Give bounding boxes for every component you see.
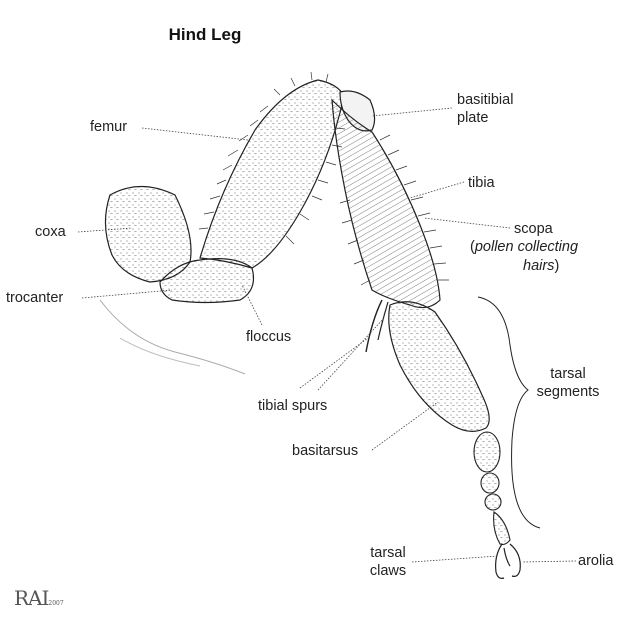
tarsal-segment-2 (480, 472, 500, 494)
leader-tibia (409, 181, 465, 199)
label-tarsal-segments-line1: tarsal (550, 366, 586, 382)
label-floccus: floccus (246, 329, 292, 345)
tarsal-segment-1 (473, 431, 501, 473)
label-arolia: arolia (578, 553, 614, 569)
label-scopa: scopa (514, 221, 553, 237)
leader-femur (141, 127, 249, 141)
label-tarsal-segments-line2: segments (536, 384, 600, 400)
label-femur: femur (90, 119, 128, 135)
label-scopa-note-line2: hairs) (523, 257, 559, 275)
label-trocanter: trocanter (6, 290, 64, 306)
label-basitibial-plate: basitibial plate (457, 91, 513, 127)
tarsal-segment-4 (493, 511, 511, 546)
scopa-note-close-paren: ) (554, 258, 560, 274)
label-basitarsus: basitarsus (292, 443, 359, 459)
tibial-spur-1 (365, 299, 383, 353)
label-scopa-note-line1: (pollen collecting (470, 238, 578, 256)
label-basitibial-plate-line2: plate (457, 110, 489, 126)
body-outline-lower (119, 337, 201, 367)
leader-spur-1 (299, 337, 369, 389)
scopa-note-italic: pollen collecting (474, 239, 579, 255)
scopa-note-hairs: hairs (523, 258, 555, 274)
leader-spur-2 (317, 317, 385, 391)
femur-part (199, 79, 345, 269)
leader-floccus (241, 284, 263, 326)
tibia-part (331, 98, 441, 309)
leader-arolia (521, 560, 577, 563)
label-tibial-spurs: tibial spurs (258, 398, 328, 414)
leader-basitibial-plate (371, 107, 453, 117)
scopa-hairs (339, 134, 449, 286)
label-coxa: coxa (35, 224, 66, 240)
label-basitibial-plate-line1: basitibial (457, 92, 514, 108)
leader-scopa (423, 217, 511, 229)
body-outline (99, 299, 246, 375)
leader-basitarsus (371, 401, 439, 451)
artist-signature: RAI2007 (14, 586, 64, 610)
label-tarsal-claws-line2: claws (369, 563, 407, 579)
leader-lines (77, 107, 577, 563)
label-tarsal-segments: tarsal segments (523, 365, 613, 401)
figure-title: Hind Leg (143, 18, 267, 52)
scopa-note-open-paren: ( (470, 239, 475, 255)
tarsal-segment-3 (484, 493, 502, 511)
tibial-spur-2 (377, 301, 389, 341)
basitarsus-part (388, 301, 490, 432)
signature-initials: RAI (14, 586, 49, 610)
tarsal-claws-part (495, 543, 521, 579)
leader-coxa (77, 227, 133, 233)
trocanter-part (159, 258, 255, 304)
leader-trocanter (81, 289, 173, 299)
label-tarsal-claws: tarsal claws (363, 544, 413, 580)
leader-claws (411, 555, 499, 563)
signature-year: 2007 (48, 600, 64, 607)
label-tarsal-claws-line1: tarsal (370, 545, 406, 561)
label-tibia: tibia (468, 175, 495, 191)
tarsal-segments-bracket (477, 296, 541, 529)
